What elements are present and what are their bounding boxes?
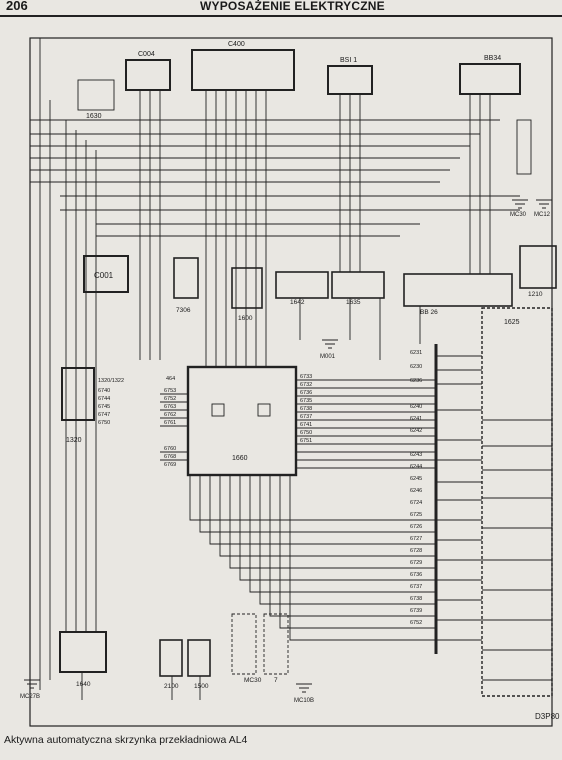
wire-label: 6236 bbox=[410, 378, 422, 384]
label-1320: 1320 bbox=[66, 437, 82, 444]
wire-label: 6246 bbox=[410, 488, 422, 494]
wire-label: 6724 bbox=[410, 500, 422, 506]
wire-label: 6729 bbox=[410, 560, 422, 566]
page-title: WYPOSAŻENIE ELEKTRYCZNE bbox=[200, 0, 385, 13]
wiring-diagram: 1630 C004 C400 BSI 1 BB34 C001 7306 1600… bbox=[20, 37, 557, 727]
ground-mc12: MC12 bbox=[534, 212, 551, 218]
label-7306: 7306 bbox=[176, 307, 191, 314]
wire-label: 6768 bbox=[164, 454, 176, 460]
wire-label: 6728 bbox=[410, 548, 422, 554]
wire-label: 6752 bbox=[410, 620, 422, 626]
label-1642: 1642 bbox=[290, 299, 305, 306]
wire-label: 6750 bbox=[300, 430, 312, 436]
wire-label: 6738 bbox=[410, 596, 422, 602]
label-bb26: BB 26 bbox=[420, 309, 438, 316]
wire-label: 6736 bbox=[300, 390, 312, 396]
wire-label: 6244 bbox=[410, 464, 422, 470]
wire-label: 6769 bbox=[164, 462, 176, 468]
wire-label: 464 bbox=[166, 376, 175, 382]
wire-label: 6738 bbox=[300, 406, 312, 412]
diagram-code: D3P80 bbox=[535, 712, 560, 721]
ground-mc10b: MC10B bbox=[294, 698, 314, 704]
label-mc30: MC30 bbox=[244, 677, 262, 684]
wire-label: 6726 bbox=[410, 524, 422, 530]
wire-label: 6735 bbox=[300, 398, 312, 404]
label-7: 7 bbox=[274, 677, 278, 684]
label-c001: C001 bbox=[94, 271, 114, 280]
label-bb34: BB34 bbox=[484, 55, 501, 62]
ground-mc27b: MC27B bbox=[20, 694, 40, 700]
wire-label: 6736 bbox=[410, 572, 422, 578]
wire-label: 6741 bbox=[300, 422, 312, 428]
wire-label: 6737 bbox=[300, 414, 312, 420]
wire-label: 6751 bbox=[300, 438, 312, 444]
label-2100: 2100 bbox=[164, 683, 179, 690]
label-1635: 1635 bbox=[346, 299, 361, 306]
wire-label: 6725 bbox=[410, 512, 422, 518]
wire-label: 6747 bbox=[98, 412, 110, 418]
wire-label: 1320/1322 bbox=[98, 378, 124, 384]
wire-label: 6737 bbox=[410, 584, 422, 590]
ground-mc30-top: MC30 bbox=[510, 212, 527, 218]
wire-label: 6727 bbox=[410, 536, 422, 542]
wire-label: 6241 bbox=[410, 416, 422, 422]
wire-label: 6240 bbox=[410, 404, 422, 410]
wire-label: 6750 bbox=[98, 420, 110, 426]
label-1600: 1600 bbox=[238, 315, 253, 322]
figure-caption: Aktywna automatyczna skrzynka przekładni… bbox=[4, 734, 248, 746]
wire-label: 6762 bbox=[164, 412, 176, 418]
wire-label: 6752 bbox=[164, 396, 176, 402]
wire-label: 6245 bbox=[410, 476, 422, 482]
label-1210: 1210 bbox=[528, 291, 543, 298]
wire-label: 6243 bbox=[410, 452, 422, 458]
wire-label: 6732 bbox=[300, 382, 312, 388]
label-1640: 1640 bbox=[76, 681, 91, 688]
wire-label: 6242 bbox=[410, 428, 422, 434]
label-bsi1: BSI 1 bbox=[340, 57, 357, 64]
label-1630: 1630 bbox=[86, 113, 102, 120]
wire-label: 6230 bbox=[410, 364, 422, 370]
wire-label: 6739 bbox=[410, 608, 422, 614]
wire-label: 6760 bbox=[164, 446, 176, 452]
label-c400: C400 bbox=[228, 41, 245, 48]
wire-label: 6744 bbox=[98, 396, 110, 402]
label-1660: 1660 bbox=[232, 455, 248, 462]
page-number: 206 bbox=[6, 0, 28, 13]
wire-label: 6745 bbox=[98, 404, 110, 410]
wire-label: 6733 bbox=[300, 374, 312, 380]
label-1625: 1625 bbox=[504, 319, 520, 326]
header-rule bbox=[0, 15, 562, 17]
ground-m001: M001 bbox=[320, 354, 336, 360]
wire-label: 6761 bbox=[164, 420, 176, 426]
label-1500: 1500 bbox=[194, 683, 209, 690]
wire-label: 6740 bbox=[98, 388, 110, 394]
wire-label: 6753 bbox=[164, 388, 176, 394]
label-c004: C004 bbox=[138, 51, 155, 58]
wire-label: 6763 bbox=[164, 404, 176, 410]
wire-label: 6231 bbox=[410, 350, 422, 356]
